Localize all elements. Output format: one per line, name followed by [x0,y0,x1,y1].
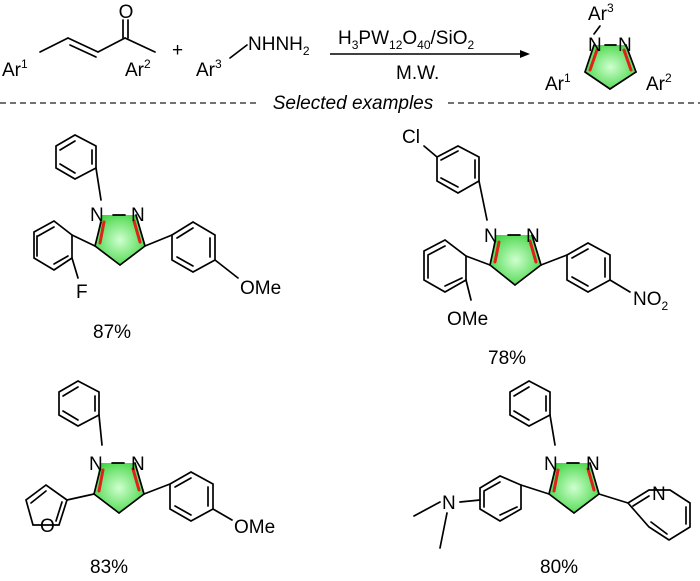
ar3-label: Ar3 [196,57,222,81]
hydrazine-label: NHNH2 [248,34,310,58]
ex2-n1: N [484,226,498,247]
ex2-methoxy: OMe [447,309,488,330]
example-1: N N F OMe 87% [33,134,281,343]
product-n2: N [618,35,632,56]
carbonyl-oxygen: O [119,2,134,23]
ex3-n1: N [89,454,103,475]
ex2-yield: 78% [488,348,526,369]
product-n1: N [588,35,602,56]
ex3-furan-oxygen: O [40,516,55,537]
product-ar2: Ar2 [646,71,672,95]
ar1-label: Ar1 [2,57,28,81]
reaction-header: O Ar1 Ar2 + Ar3 NHNH2 H3PW12O40/SiO2 M.W… [2,1,672,95]
ex1-fluoro: F [76,282,88,303]
ex1-n2: N [131,205,145,226]
catalyst-label: H3PW12O40/SiO2 [338,28,474,52]
ex2-nitro: NO2 [633,289,669,313]
product-ar3: Ar3 [588,1,614,25]
ex4-amine-n: N [442,493,456,514]
chalcone-reactant: O Ar1 Ar2 [2,2,156,81]
pyrazole-product: Ar3 N N Ar1 Ar2 [545,1,672,95]
ex4-n2: N [586,454,600,475]
ar2-label: Ar2 [125,57,151,81]
ex3-methoxy: OMe [234,517,275,538]
ex2-chloro: Cl [402,127,420,148]
hydrazine-reactant: Ar3 NHNH2 [196,34,310,81]
ex1-methoxy: OMe [240,278,281,299]
condition-label: M.W. [396,63,439,84]
selected-examples-divider: Selected examples [0,93,700,114]
ex4-pyridine-n: N [652,484,666,505]
ex3-n2: N [131,454,145,475]
example-4: N N N N 80% [413,380,691,578]
ex3-yield: 83% [90,557,128,578]
ex2-n2: N [526,226,540,247]
divider-label: Selected examples [273,93,434,114]
ex1-yield: 87% [93,322,131,343]
plus-sign: + [172,40,183,61]
ex1-n1: N [90,205,104,226]
example-3: N N O OMe 83% [25,380,275,578]
ex4-yield: 80% [540,557,578,578]
example-2: Cl N N OMe NO2 78% [402,127,669,369]
reaction-arrow: H3PW12O40/SiO2 M.W. [330,28,530,84]
ex4-n1: N [544,454,558,475]
product-ar1: Ar1 [545,71,571,95]
